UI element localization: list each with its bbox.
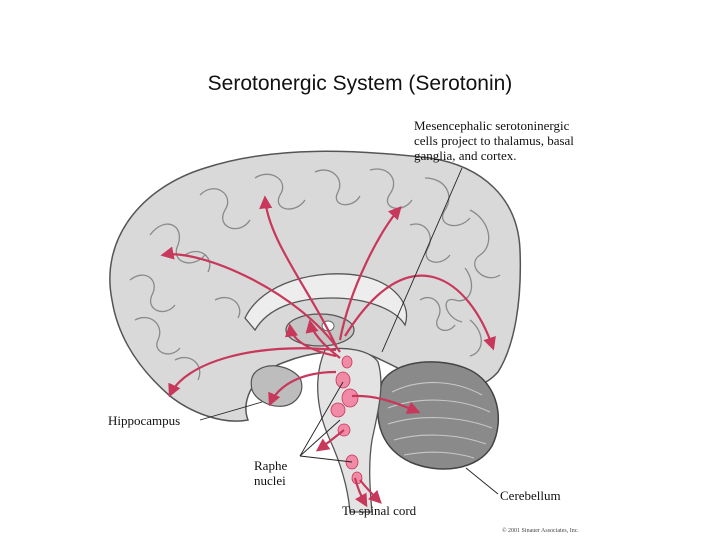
label-hippocampus: Hippocampus (108, 413, 181, 428)
label-spinal-cord: To spinal cord (342, 503, 417, 518)
label-raphe-nuclei: Raphe nuclei (254, 458, 287, 488)
cerebellum (377, 361, 500, 470)
label-mesencephalic-line3: ganglia, and cortex. (414, 148, 517, 163)
gyri (129, 168, 501, 381)
copyright-notice: © 2001 Sinauer Associates, Inc. (502, 528, 579, 534)
label-raphe-line1: Raphe (254, 458, 288, 473)
label-raphe-line2: nuclei (254, 473, 286, 488)
hippocampus-region (250, 365, 303, 407)
label-cerebellum: Cerebellum (500, 488, 561, 503)
label-mesencephalic: Mesencephalic serotoninergic cells proje… (414, 118, 574, 163)
slide-title: Serotonergic System (Serotonin) (207, 72, 513, 95)
label-mesencephalic-line1: Mesencephalic serotoninergic (414, 118, 570, 133)
leader-lines (199, 167, 499, 495)
cerebellum-folia (387, 382, 493, 459)
corpus-callosum (244, 273, 408, 332)
label-mesencephalic-line2: cells project to thalamus, basal (414, 133, 574, 148)
serotonin-pathways (160, 195, 496, 508)
